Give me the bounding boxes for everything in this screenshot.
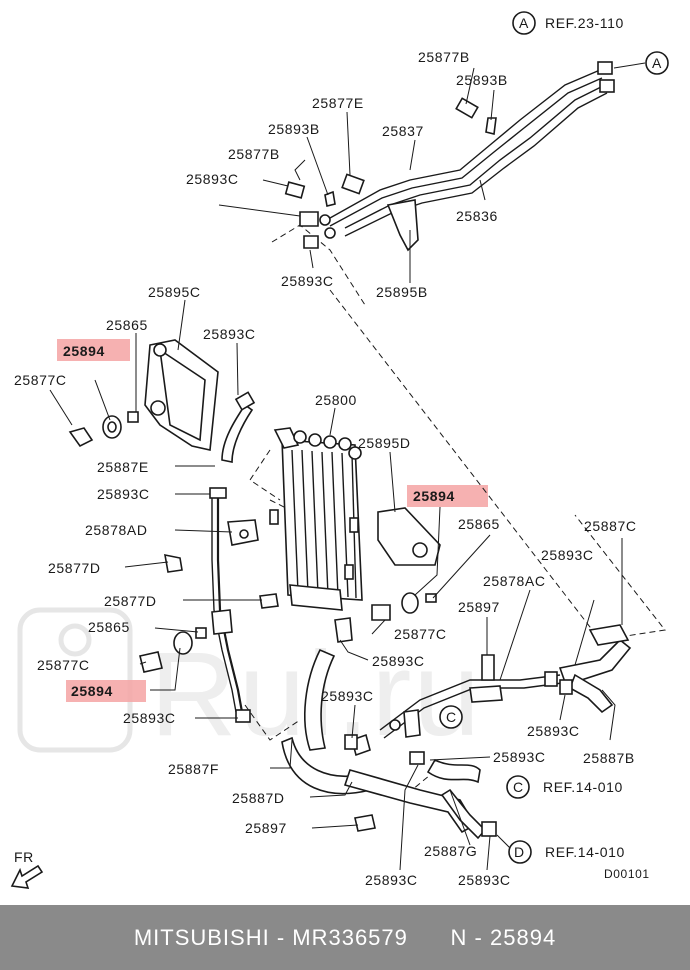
label-25877C-a: 25877C: [14, 372, 67, 388]
label-25865-top: 25865: [106, 317, 148, 333]
label-25837: 25837: [382, 123, 424, 139]
label-25894-c: 25894: [71, 683, 113, 699]
label-25865-r: 25865: [458, 516, 500, 532]
label-25887D: 25887D: [232, 790, 285, 806]
ref-C-letter: C: [513, 779, 524, 795]
footer-text: MITSUBISHI - MR336579 N - 25894: [133, 924, 557, 950]
ref-D-letter: D: [514, 844, 525, 860]
brackets: [144, 339, 441, 566]
lower-hoses: [281, 617, 497, 840]
marker-A: A: [645, 51, 669, 75]
oil-cooler: [269, 427, 363, 611]
label-25836: 25836: [456, 208, 498, 224]
label-25877B-left: 25877B: [228, 146, 280, 162]
label-25887E: 25887E: [97, 459, 149, 475]
fr-arrow-icon: [10, 864, 44, 889]
fasteners: [68, 411, 495, 832]
left-pipe: [209, 391, 256, 723]
marker-C: C: [439, 705, 463, 729]
label-25800: 25800: [315, 392, 357, 408]
footer-bar: MITSUBISHI - MR336579 N - 25894: [0, 905, 690, 970]
highlight-25894-a: [57, 339, 130, 361]
label-25897-a: 25897: [458, 599, 500, 615]
label-25895C: 25895C: [148, 284, 201, 300]
label-25887B: 25887B: [583, 750, 635, 766]
label-25895B: 25895B: [376, 284, 428, 300]
highlight-25894-c: [66, 680, 146, 702]
label-25894-a: 25894: [63, 343, 105, 359]
label-25893C-c: 25893C: [541, 547, 594, 563]
ref-C-text: REF.14-010: [543, 779, 623, 795]
upper-pipes: [284, 61, 615, 252]
label-25895D: 25895D: [358, 435, 411, 451]
label-25893C-h: 25893C: [493, 749, 546, 765]
ref-C: C REF.14-010: [506, 775, 623, 799]
leader-lines: [49, 62, 646, 871]
label-25893C-f: 25893C: [123, 710, 176, 726]
label-25893C-e: 25893C: [321, 688, 374, 704]
ref-D: D REF.14-010: [508, 840, 625, 864]
front-indicator: FR: [10, 849, 44, 889]
label-25893C-j: 25893C: [458, 872, 511, 888]
label-25878AC: 25878AC: [483, 573, 546, 589]
label-25877C-c: 25877C: [37, 657, 90, 673]
label-25893C-d: 25893C: [372, 653, 425, 669]
part-labels: 25877B 25893B 25877E 25893B 25837 25877B…: [14, 49, 637, 888]
label-25894-b: 25894: [413, 488, 455, 504]
ref-A: A REF.23-110: [512, 11, 624, 35]
label-25893C-g: 25893C: [527, 723, 580, 739]
ref-A-text: REF.23-110: [545, 15, 624, 31]
ref-A-letter: A: [519, 15, 529, 31]
marker-A-letter: A: [652, 55, 662, 71]
fr-label: FR: [14, 849, 34, 865]
label-25887G: 25887G: [424, 843, 477, 859]
label-25865-l: 25865: [88, 619, 130, 635]
right-pipes: [379, 624, 632, 739]
marker-C-letter: C: [446, 709, 457, 725]
label-25893C-low: 25893C: [281, 273, 334, 289]
label-25897-b: 25897: [245, 820, 287, 836]
label-25877D-b: 25877D: [104, 593, 157, 609]
label-25893C-hose: 25893C: [203, 326, 256, 342]
highlight-25894-b: [407, 485, 488, 507]
parts-diagram: Rui.ru: [10, 11, 669, 889]
label-25893B-top: 25893B: [456, 72, 508, 88]
label-25887C: 25887C: [584, 518, 637, 534]
label-25877D-a: 25877D: [48, 560, 101, 576]
ref-D-text: REF.14-010: [545, 844, 625, 860]
label-25893C-top: 25893C: [186, 171, 239, 187]
label-25893B-mid: 25893B: [268, 121, 320, 137]
drawing-code: D00101: [604, 867, 650, 881]
label-25877C-b: 25877C: [394, 626, 447, 642]
label-25878AD: 25878AD: [85, 522, 148, 538]
label-25877B-top: 25877B: [418, 49, 470, 65]
label-25887F: 25887F: [168, 761, 219, 777]
label-25893C-i: 25893C: [365, 872, 418, 888]
label-25877E: 25877E: [312, 95, 364, 111]
label-25893C-b: 25893C: [97, 486, 150, 502]
